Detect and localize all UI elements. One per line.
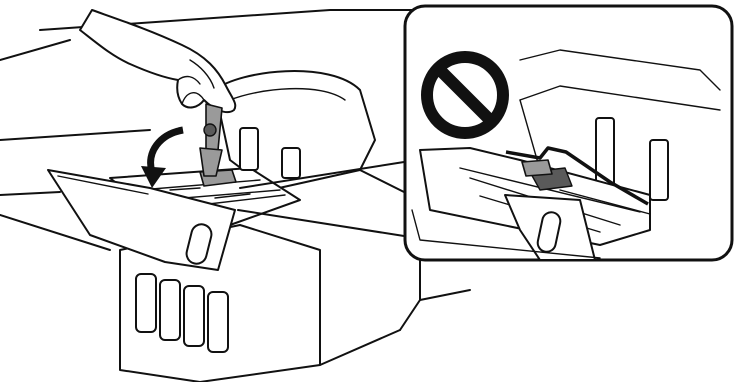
- ink-tank-window-2: [160, 280, 180, 340]
- hand-illustration: [80, 10, 235, 112]
- ink-tank-window-1: [136, 274, 156, 332]
- ink-tank-window-3: [184, 286, 204, 346]
- tank-fill-port: [240, 128, 258, 170]
- ink-tank-window-4: [208, 292, 228, 352]
- cap-key: [200, 104, 222, 176]
